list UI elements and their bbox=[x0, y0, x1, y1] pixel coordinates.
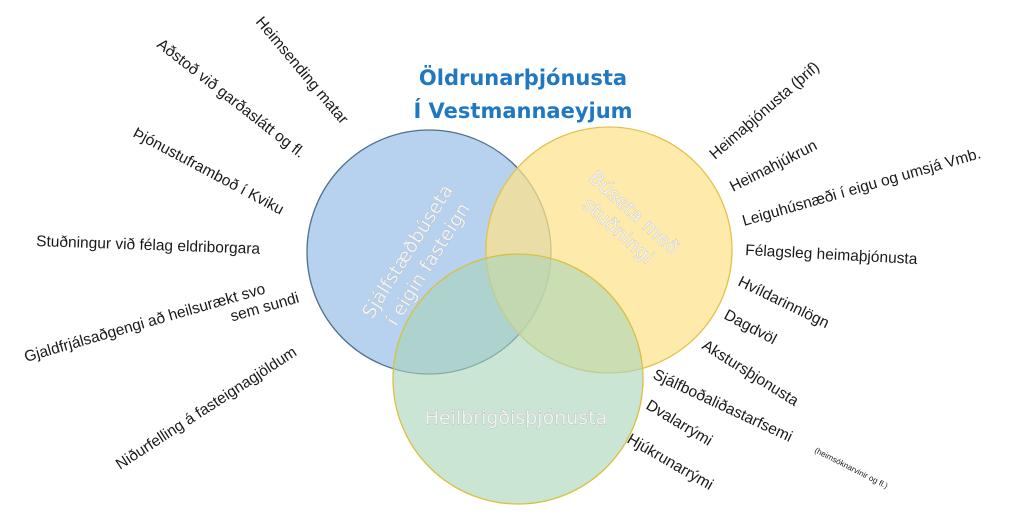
circle-label-health: Heilbrigðisþjónusta bbox=[425, 407, 608, 429]
title-line2: Í Vestmannaeyjum bbox=[413, 98, 632, 123]
left-item: Niðurfelling á fasteignagjöldum bbox=[113, 344, 300, 474]
right-item: Heimahjúkrun bbox=[727, 137, 820, 196]
left-item: Stuðningur við félag eldriborgara bbox=[36, 233, 261, 258]
left-item: Þjónustuframboð í Kviku bbox=[130, 125, 286, 219]
right-item: Félagsleg heimaþjónusta bbox=[745, 242, 918, 268]
circle-health-services bbox=[392, 253, 644, 505]
left-item: Heimsending matar bbox=[252, 14, 351, 128]
left-item: Gjaldfrjálsaðgengi að heilsurækt svo bbox=[22, 281, 267, 366]
right-item: Dagdvöl bbox=[721, 307, 779, 349]
title-line1: Öldrunarþjónusta bbox=[419, 65, 627, 90]
right-item-note: (heimsóknarvinir og fl.) bbox=[813, 446, 889, 491]
